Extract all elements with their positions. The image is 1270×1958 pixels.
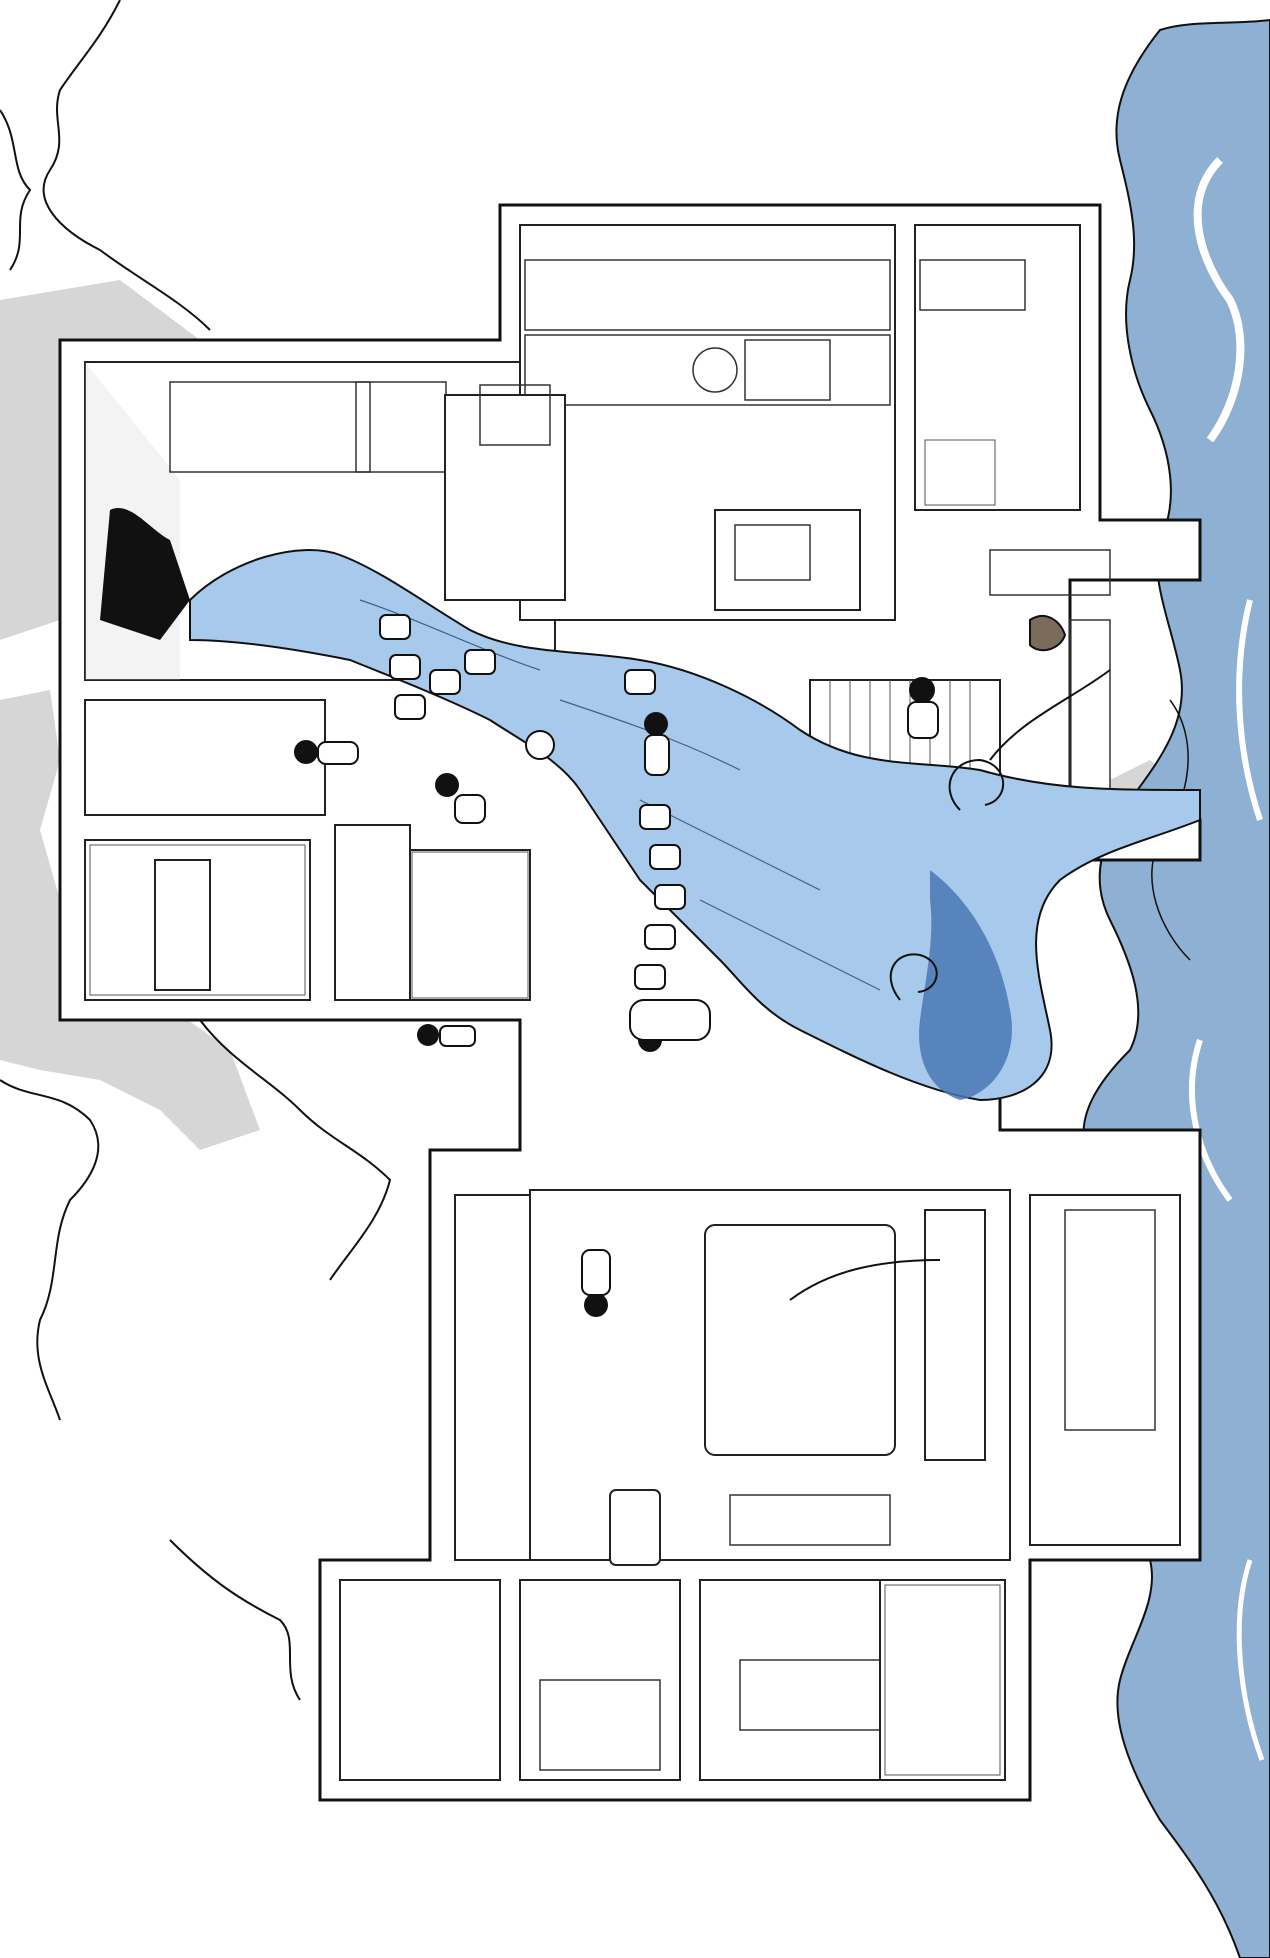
person-at-doorway xyxy=(417,1024,476,1047)
bed-rug xyxy=(729,1494,891,1546)
crack-left-edge xyxy=(0,109,32,271)
crack-bottom-left xyxy=(169,1539,301,1701)
wardrobe xyxy=(454,1194,531,1561)
sink-unit xyxy=(714,509,861,611)
sea-highlight-2 xyxy=(1236,599,1263,821)
entry-shoe-area xyxy=(409,849,531,1001)
block xyxy=(624,669,656,695)
balcony-window xyxy=(1064,1209,1156,1431)
frying-pan xyxy=(692,347,738,393)
sea-highlight-4 xyxy=(1236,1559,1265,1761)
person-lying-floor xyxy=(629,999,711,1052)
entry-tile-grid xyxy=(411,851,529,999)
dotted-cushion xyxy=(609,1489,661,1566)
debris xyxy=(789,615,1111,1301)
block xyxy=(634,964,666,990)
block xyxy=(379,614,411,640)
sea xyxy=(1082,18,1270,1958)
lower-rooms xyxy=(339,1189,1181,1781)
people xyxy=(294,677,939,1317)
stove xyxy=(744,339,831,401)
bathtub xyxy=(154,859,211,991)
wave-swirl-1 xyxy=(948,758,1005,811)
broken-wall-hole xyxy=(100,507,190,640)
kitchen-counter xyxy=(524,334,891,406)
shower-tray xyxy=(539,1679,661,1771)
sink-basin xyxy=(734,524,811,581)
floating-blocks xyxy=(379,614,686,990)
bathroom-tile-grid xyxy=(89,844,306,996)
side-window xyxy=(924,1209,986,1461)
person-walking-hall xyxy=(435,773,486,824)
block xyxy=(389,654,421,680)
person-at-table xyxy=(907,677,939,739)
person-in-flood xyxy=(644,712,670,776)
child-in-flood xyxy=(525,730,555,760)
sea-highlight-1 xyxy=(1193,157,1245,443)
bed xyxy=(704,1224,896,1456)
rock-debris xyxy=(1029,615,1067,652)
toilet-room xyxy=(879,1579,1006,1781)
flood-shadow xyxy=(919,870,1012,1100)
crack-left-lower xyxy=(199,1019,392,1281)
ground-cracks xyxy=(0,0,392,1701)
person-left-hall xyxy=(294,740,359,765)
kitchen-island xyxy=(444,394,566,601)
splash-curve-2 xyxy=(789,1259,941,1301)
crack-top-left xyxy=(42,0,211,331)
wave-swirl-2 xyxy=(889,953,938,1001)
block xyxy=(464,649,496,675)
person-bedroom xyxy=(581,1249,611,1317)
laundry-closet xyxy=(339,1579,501,1781)
vanity-room xyxy=(699,1579,881,1781)
splash-curve-1 xyxy=(989,669,1111,761)
window-left xyxy=(169,381,371,473)
laundry-grid xyxy=(924,439,996,506)
block xyxy=(639,804,671,830)
block xyxy=(654,884,686,910)
crack-left-middle xyxy=(0,1079,100,1421)
box-on-island xyxy=(479,384,551,446)
block xyxy=(644,924,676,950)
ground-shadow-left-lower xyxy=(0,690,260,1150)
block xyxy=(429,669,461,695)
toilet-tile-grid xyxy=(884,1584,1001,1776)
sea-body xyxy=(1082,18,1270,1958)
kitchen-cabinets xyxy=(524,259,891,331)
laundry-room xyxy=(914,224,1081,511)
balcony-room xyxy=(1029,1194,1181,1546)
sea-highlight-3 xyxy=(1188,1039,1233,1202)
hall-closet xyxy=(84,699,326,816)
block xyxy=(649,844,681,870)
shoe-cabinet xyxy=(334,824,411,1001)
drain-grate xyxy=(989,549,1111,596)
block xyxy=(394,694,426,720)
laundry-window xyxy=(919,259,1026,311)
